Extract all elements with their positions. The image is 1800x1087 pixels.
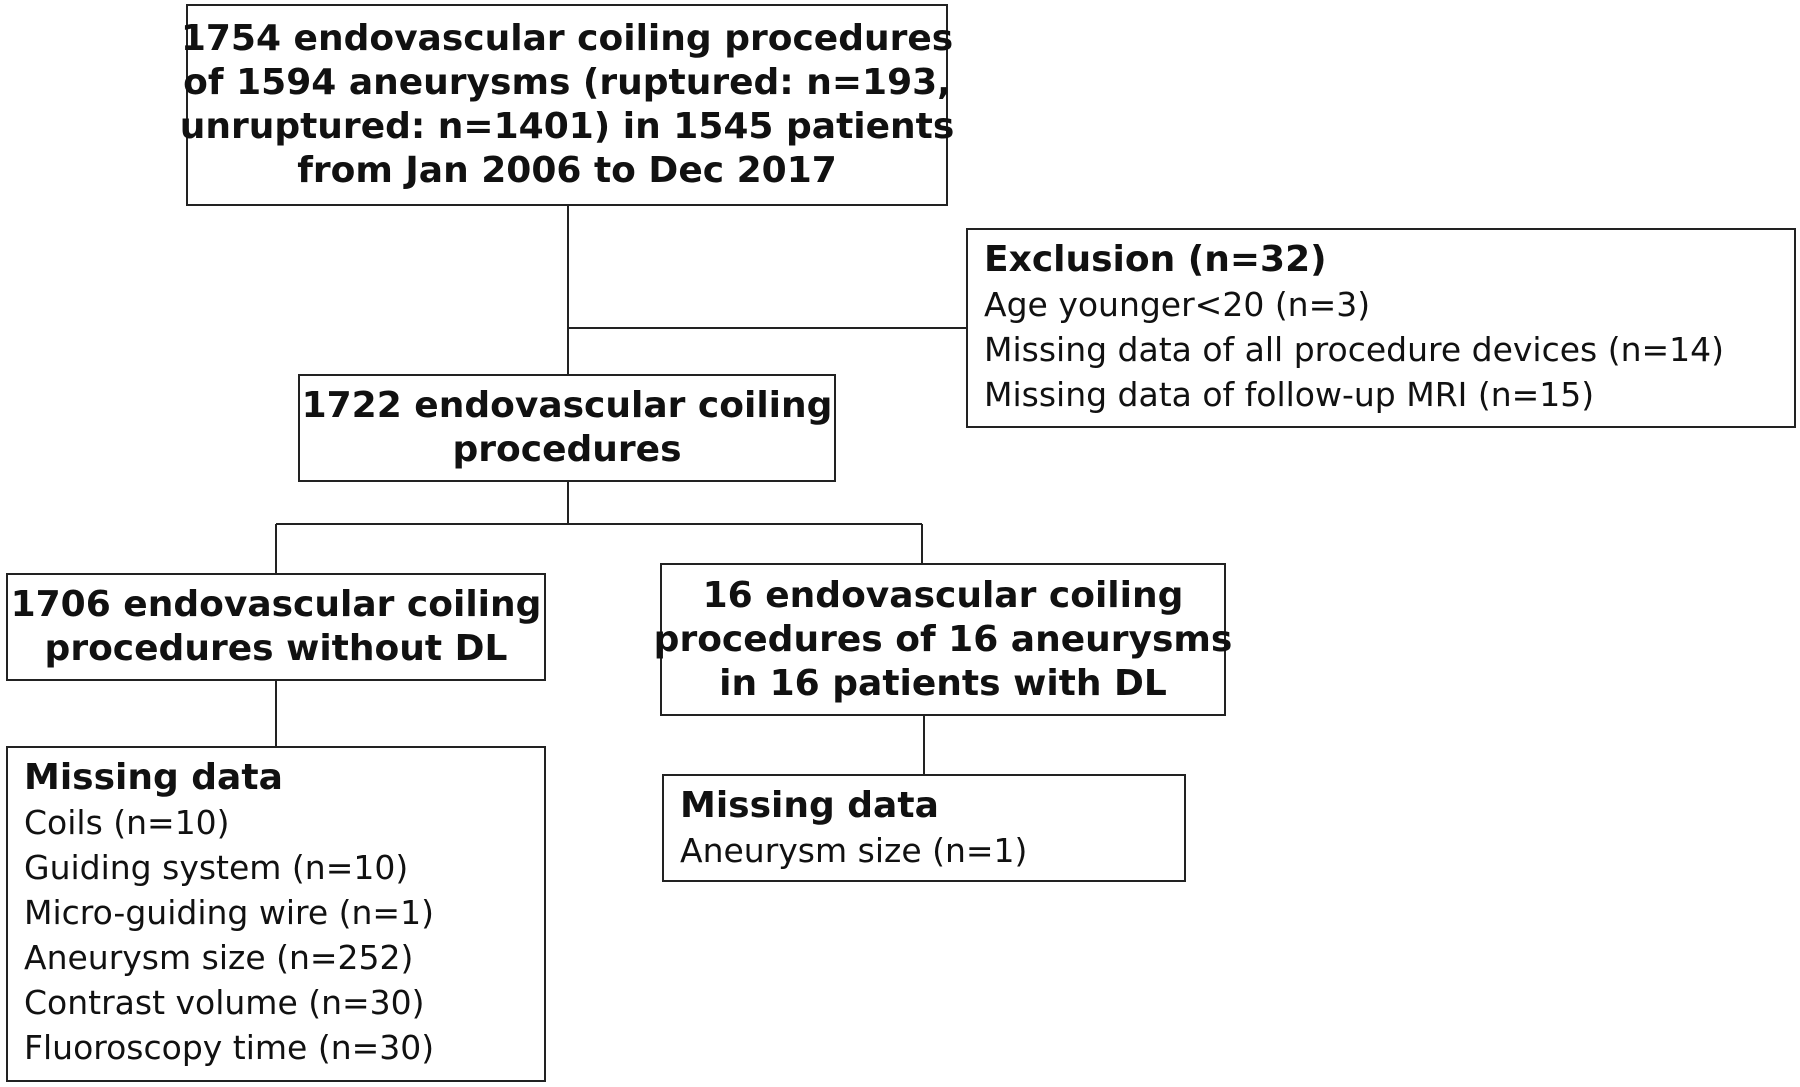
with-dl-box: 16 endovascular coiling procedures of 16… [654,563,1232,716]
missing-data-item: Contrast volume (n=30) [24,983,425,1022]
total-procedures-line-1: 1754 endovascular coiling procedures [180,18,954,59]
included-procedures-box: 1722 endovascular coiling procedures [298,374,836,482]
missing-data-item: Micro-guiding wire (n=1) [24,893,434,932]
exclusion-title: Exclusion (n=32) [984,239,1327,280]
missing-data-item: Coils (n=10) [24,803,230,842]
missing-data-without-dl-box: Missing data Coils (n=10) Guiding system… [6,746,546,1082]
with-dl-line-3: in 16 patients with DL [719,662,1167,704]
with-dl-line-1: 16 endovascular coiling [702,574,1184,616]
missing-data-item: Guiding system (n=10) [24,848,409,887]
included-procedures-line-2: procedures [452,429,682,470]
without-dl-line-1: 1706 endovascular coiling [10,584,542,625]
total-procedures-box: 1754 endovascular coiling procedures of … [180,4,954,206]
without-dl-line-2: procedures without DL [44,628,508,669]
total-procedures-line-3: unruptured: n=1401) in 1545 patients [179,106,955,147]
exclusion-item: Missing data of follow-up MRI (n=15) [984,375,1595,414]
missing-data-item: Aneurysm size (n=1) [680,831,1028,870]
without-dl-box: 1706 endovascular coiling procedures wit… [6,573,546,681]
included-procedures-line-1: 1722 endovascular coiling [301,385,833,426]
missing-data-item: Aneurysm size (n=252) [24,938,414,977]
with-dl-line-2: procedures of 16 aneurysms [653,618,1233,660]
exclusion-item: Missing data of all procedure devices (n… [984,330,1725,369]
missing-data-with-dl-box: Missing data Aneurysm size (n=1) [662,774,1186,882]
missing-data-title: Missing data [680,785,939,826]
missing-data-title: Missing data [24,757,283,798]
exclusion-item: Age younger<20 (n=3) [984,285,1371,324]
total-procedures-line-2: of 1594 aneurysms (ruptured: n=193, [183,62,951,103]
total-procedures-line-4: from Jan 2006 to Dec 2017 [297,150,837,191]
missing-data-item: Fluoroscopy time (n=30) [24,1028,435,1067]
exclusion-box: Exclusion (n=32) Age younger<20 (n=3) Mi… [966,228,1796,428]
